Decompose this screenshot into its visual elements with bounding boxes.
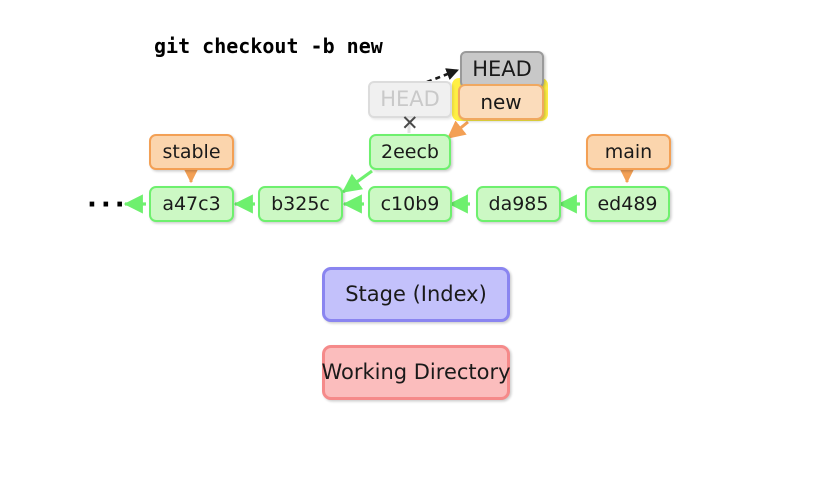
command-title: git checkout -b new — [154, 34, 383, 58]
history-ellipsis: ··· — [87, 190, 129, 220]
working-directory-area[interactable]: Working Directory — [321, 345, 511, 400]
commit-node-ed489[interactable]: ed489 — [585, 186, 670, 222]
head-pointer-old: HEAD — [368, 81, 452, 118]
branch-label-new[interactable]: new — [458, 84, 544, 120]
branch-tip-arrow — [341, 169, 373, 194]
commit-node-c10b9[interactable]: c10b9 — [368, 186, 452, 222]
stage-index-area[interactable]: Stage (Index) — [322, 267, 510, 322]
head-pointer-new[interactable]: HEAD — [460, 51, 544, 88]
commit-node-a47c3[interactable]: a47c3 — [149, 186, 234, 222]
commit-node-b325c[interactable]: b325c — [258, 186, 343, 222]
head-detach-x-icon: ✕ — [401, 111, 419, 135]
new-label-arrow — [447, 120, 469, 140]
commit-node-2eecb[interactable]: 2eecb — [369, 134, 451, 170]
commit-node-da985[interactable]: da985 — [476, 186, 561, 222]
branch-label-main[interactable]: main — [586, 134, 671, 170]
branch-label-stable[interactable]: stable — [149, 134, 234, 170]
